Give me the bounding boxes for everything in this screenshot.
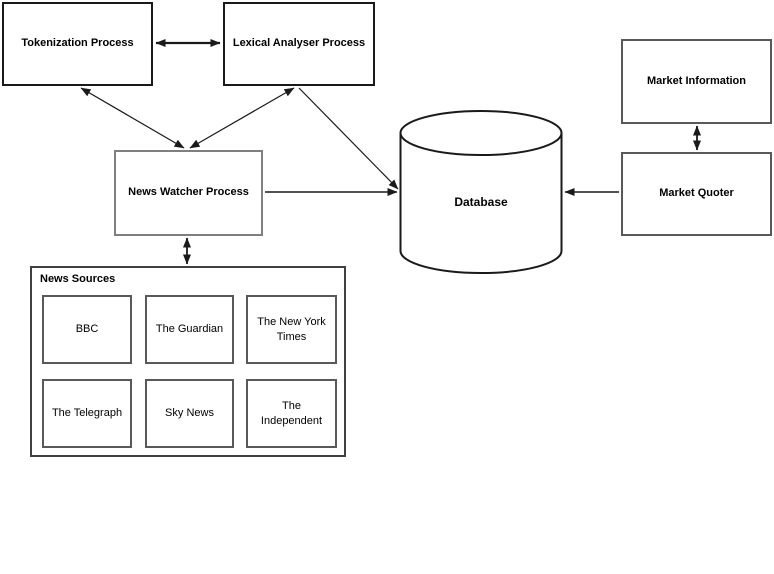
source-label: Sky News (165, 407, 214, 420)
arrow-lexical-newswatcher (189, 87, 295, 149)
source-label: The Guardian (155, 323, 224, 336)
source-box-the-telegraph: The Telegraph (42, 379, 132, 448)
source-box-sky-news: Sky News (145, 379, 234, 448)
arrow-tokenization-newswatcher (80, 87, 185, 149)
source-box-the-new-york-times: The New York Times (246, 295, 337, 364)
source-label: The New York Times (257, 316, 326, 343)
source-box-the-independent: The Independent (246, 379, 337, 448)
node-label: Tokenization Process (21, 37, 134, 50)
source-label: The Independent (260, 400, 323, 427)
node-label: Lexical Analyser Process (232, 37, 366, 50)
node-tokenization-process: Tokenization Process (2, 2, 153, 86)
node-lexical-analyser-process: Lexical Analyser Process (223, 2, 375, 86)
database-label: Database (454, 195, 508, 209)
database-cylinder (399, 110, 563, 274)
node-news-watcher-process: News Watcher Process (114, 150, 263, 236)
node-label: Market Quoter (659, 187, 734, 200)
arrow-lexical-to-database (298, 87, 399, 190)
node-market-quoter: Market Quoter (621, 152, 772, 236)
news-sources-container: News Sources BBC The Guardian The New Yo… (30, 266, 346, 457)
source-box-bbc: BBC (42, 295, 132, 364)
source-label: BBC (75, 323, 99, 336)
node-label: Market Information (646, 74, 746, 87)
node-label: News Watcher Process (128, 186, 249, 199)
source-label: The Telegraph (51, 407, 123, 420)
node-market-information: Market Information (621, 39, 772, 124)
source-box-the-guardian: The Guardian (145, 295, 234, 364)
news-sources-title: News Sources (40, 273, 116, 285)
